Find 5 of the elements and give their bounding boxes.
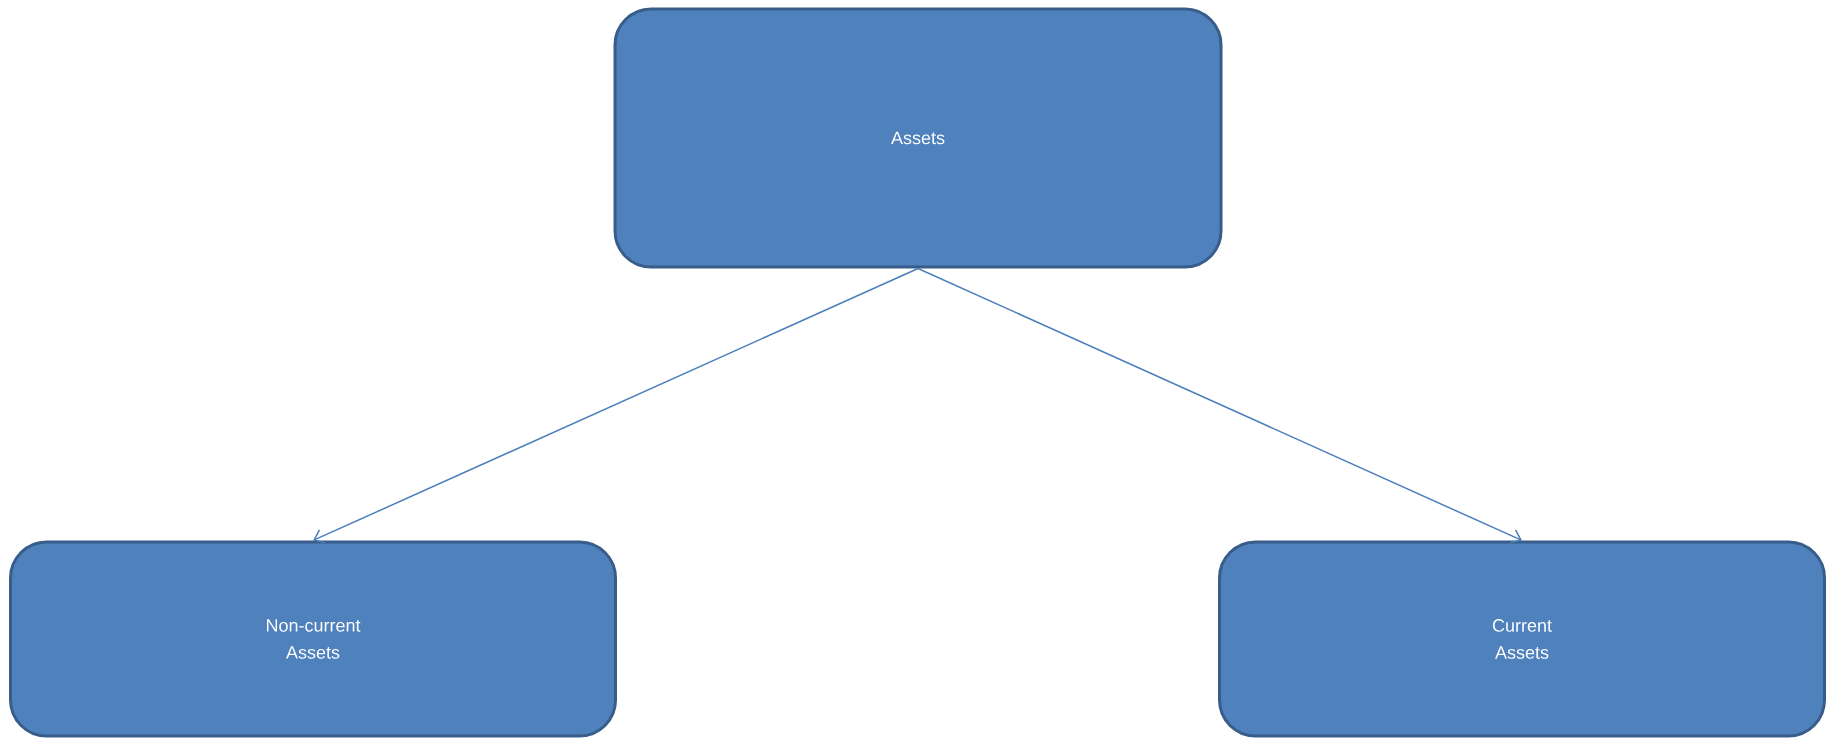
process-box: Current Assets <box>1218 540 1826 738</box>
arrow <box>313 267 919 544</box>
process-box: Non-current Assets <box>9 540 617 738</box>
process-box: Assets <box>613 7 1223 269</box>
arrow <box>917 267 1522 544</box>
